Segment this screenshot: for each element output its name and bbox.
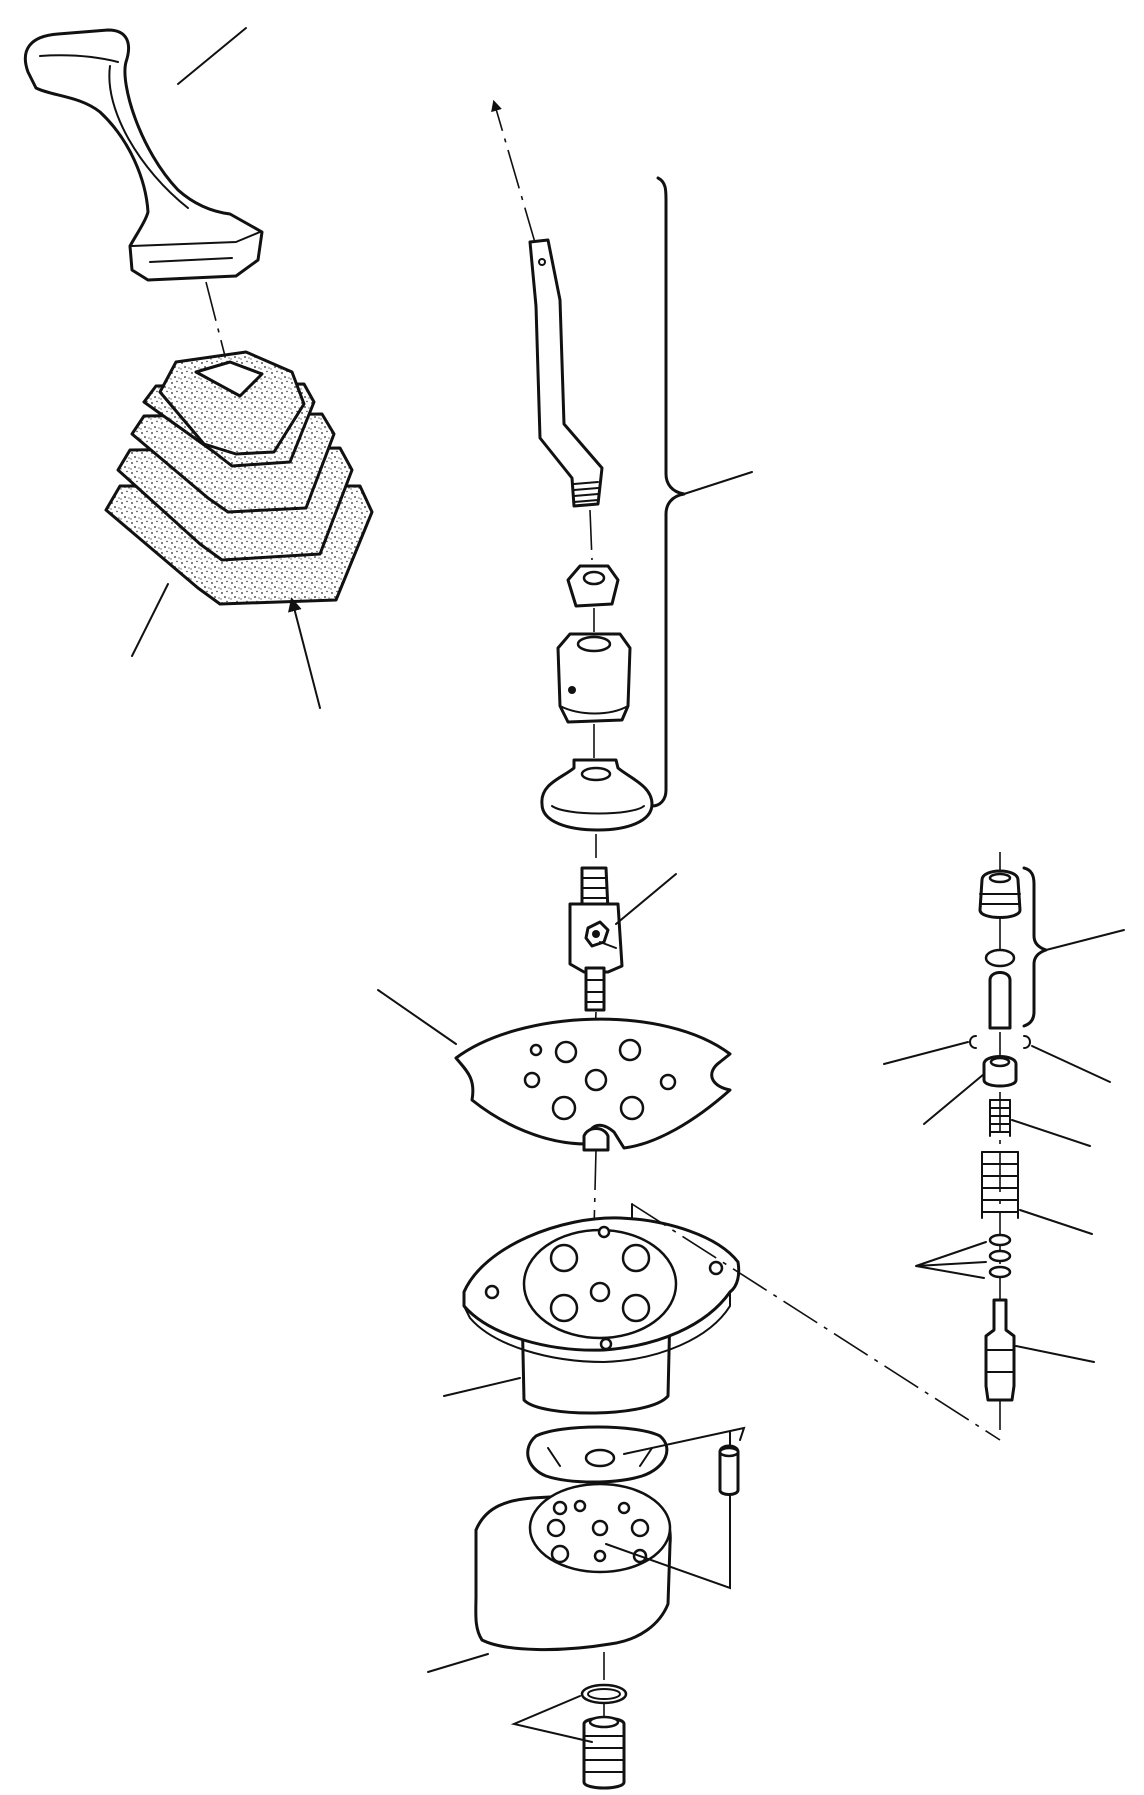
plate-leader-line (377, 989, 457, 1045)
boot-leader-line-left (131, 583, 169, 657)
pin (718, 1444, 740, 1496)
piston-assembly (969, 852, 1048, 1430)
valve-body (462, 1149, 1001, 1441)
piston-bracket (1022, 866, 1048, 1028)
clip-leader-left (883, 1041, 969, 1065)
flanged-base (540, 758, 654, 832)
spool-leader (1015, 1345, 1095, 1363)
universal-joint (568, 834, 624, 1012)
joystick-grip (23, 28, 264, 282)
large-spring-leader (1019, 1209, 1093, 1235)
rings-leader-bottom (915, 1261, 987, 1279)
nut (566, 564, 620, 608)
rings-leader-top (915, 1241, 987, 1267)
plate (454, 1011, 732, 1152)
ujoint-leader-line (615, 873, 677, 925)
collar-leader (923, 1073, 985, 1125)
boot-arrow-leader (288, 597, 321, 709)
grip-leader-line (177, 27, 247, 85)
lever-bracket (650, 176, 686, 808)
detail-reference-line (631, 1203, 1001, 1441)
lever-thread (573, 481, 599, 503)
grip-boot-axis (205, 281, 227, 361)
seal (526, 1425, 669, 1484)
lever-leader-line (683, 471, 753, 495)
rubber-boot (104, 350, 374, 606)
plug (580, 1652, 628, 1790)
ball-socket (556, 632, 632, 724)
housing (474, 1482, 672, 1652)
housing-leader-line (427, 1653, 489, 1673)
lever-assembly (491, 99, 686, 832)
plug-leader-line (510, 1695, 593, 1743)
valve-body-leader-line (443, 1377, 521, 1397)
small-spring-leader (1011, 1119, 1091, 1147)
seal-leader-line (623, 1426, 746, 1455)
clip-leader-right (1031, 1045, 1111, 1083)
lever-direction-arrow (491, 99, 537, 247)
piston-bracket-leader (1045, 929, 1125, 951)
